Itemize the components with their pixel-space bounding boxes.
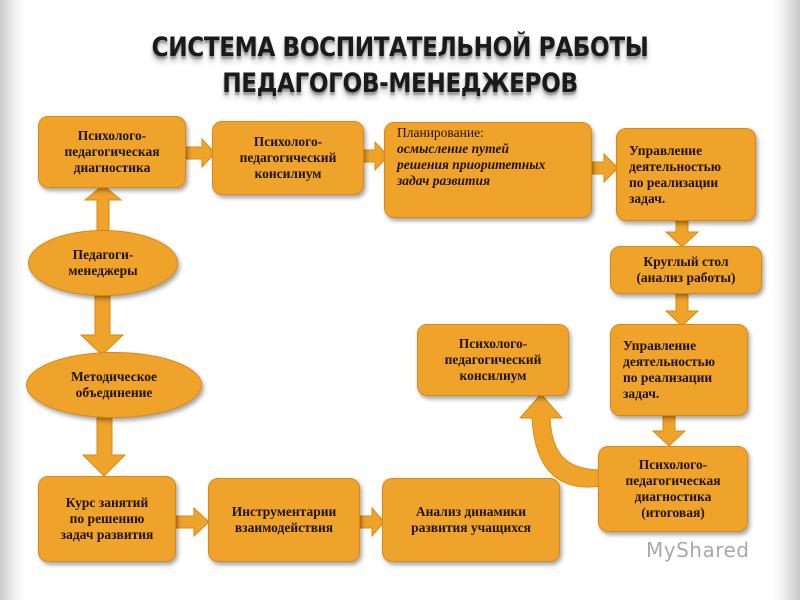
arrow-method-to-course bbox=[81, 417, 127, 477]
arrow-roundtable-to-manage2 bbox=[664, 293, 700, 327]
left-shadow bbox=[0, 0, 24, 600]
node-methodical-association: Методическое объединение bbox=[26, 352, 202, 418]
arrow-consilium-to-planning bbox=[361, 140, 389, 172]
node-planning: Планирование: осмысление путей решения п… bbox=[384, 122, 592, 218]
slide-title: СИСТЕМА ВОСПИТАТЕЛЬНОЙ РАБОТЫ ПЕДАГОГОВ-… bbox=[56, 30, 744, 102]
arrow-manage2-to-diagfinal bbox=[651, 415, 687, 447]
node-consilium-2: Психолого- педагогический консилиум bbox=[417, 324, 569, 396]
node-manage-1: Управление деятельностью по реализации з… bbox=[616, 128, 756, 221]
node-consilium-1-text: Психолого- педагогический консилиум bbox=[239, 134, 337, 181]
arrow-course-to-tools bbox=[175, 506, 210, 538]
node-teachers-managers: Педагоги- менеджеры bbox=[28, 230, 178, 296]
title-line-2: ПЕДАГОГОВ-МЕНЕДЖЕРОВ bbox=[222, 68, 578, 99]
title-line-1: СИСТЕМА ВОСПИТАТЕЛЬНОЙ РАБОТЫ bbox=[151, 32, 649, 63]
arrow-manage-to-roundtable bbox=[664, 220, 700, 248]
node-course-text: Курс занятий по решению задач развития bbox=[60, 495, 154, 542]
node-diagnostics-final-text: Психолого- педагогическая диагностика (и… bbox=[625, 457, 721, 520]
node-methodical-association-text: Методическое объединение bbox=[70, 369, 158, 400]
node-diagnostics-start: Психолого- педагогическая диагностика bbox=[38, 116, 186, 188]
arrow-teachers-to-method bbox=[79, 295, 125, 356]
arrow-planning-to-manage bbox=[591, 152, 619, 184]
node-analysis: Анализ динамики развития учащихся bbox=[382, 478, 560, 562]
node-teachers-managers-text: Педагоги- менеджеры bbox=[68, 247, 138, 278]
node-diagnostics-final: Психолого- педагогическая диагностика (и… bbox=[598, 446, 748, 532]
node-tools: Инструментарии взаимодействия bbox=[208, 478, 360, 562]
node-analysis-text: Анализ динамики развития учащихся bbox=[411, 504, 531, 535]
node-course: Курс занятий по решению задач развития bbox=[38, 476, 176, 562]
arrow-teachers-to-diag bbox=[83, 184, 123, 233]
right-shadow bbox=[772, 0, 800, 600]
node-tools-text: Инструментарии взаимодействия bbox=[231, 504, 337, 535]
watermark-text: MyShared bbox=[646, 538, 750, 562]
node-planning-heading: Планирование: bbox=[397, 125, 484, 140]
arrow-diag-to-consilium bbox=[185, 137, 216, 169]
node-consilium-2-text: Психолого- педагогический консилиум bbox=[444, 336, 542, 383]
arrow-tools-to-analysis bbox=[359, 506, 385, 538]
arrow-diagfinal-to-consilium2 bbox=[518, 393, 603, 488]
node-manage-2-text: Управление деятельностью по реализации з… bbox=[623, 338, 716, 401]
node-diagnostics-start-text: Психолого- педагогическая диагностика bbox=[64, 128, 160, 175]
node-planning-body: осмысление путей решения приоритетных за… bbox=[397, 141, 546, 188]
node-manage-2: Управление деятельностью по реализации з… bbox=[610, 324, 748, 416]
node-manage-1-text: Управление деятельностью по реализации з… bbox=[629, 142, 722, 206]
node-consilium-1: Психолого- педагогический консилиум bbox=[212, 121, 364, 195]
node-round-table-text: Круглый стол (анализ работы) bbox=[636, 254, 736, 285]
node-round-table: Круглый стол (анализ работы) bbox=[610, 246, 762, 294]
